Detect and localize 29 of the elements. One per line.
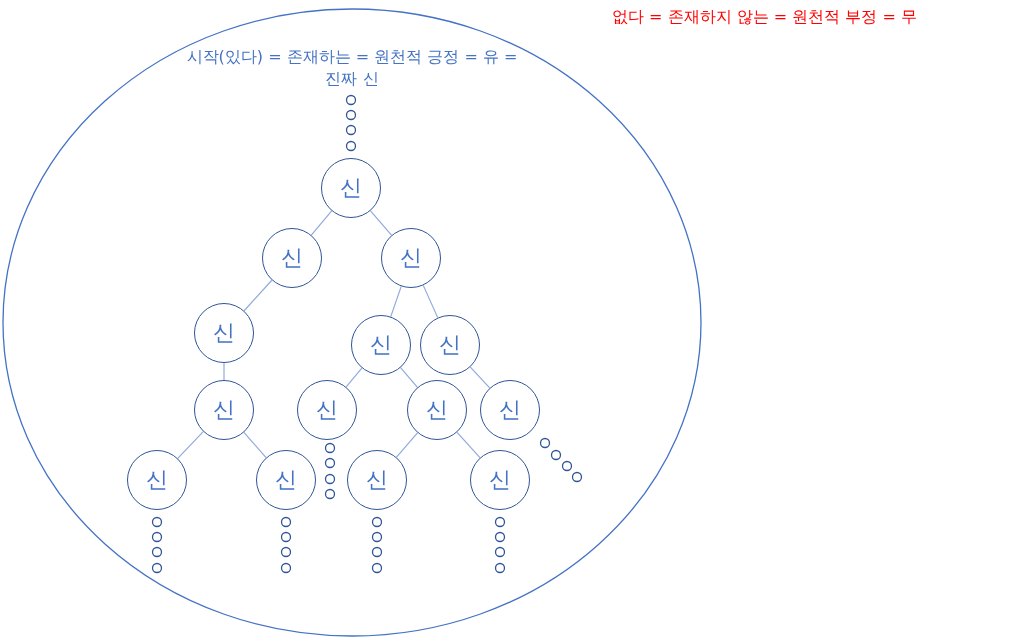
connector-line (345, 367, 363, 388)
connector-line (469, 366, 491, 389)
circle-node: 신 (194, 303, 254, 363)
connector-line (456, 431, 481, 459)
connector-line (243, 431, 267, 459)
note-text: 없다 = 존재하지 않는 = 원천적 부정 = 무 (612, 7, 917, 28)
connector-line (395, 432, 419, 458)
circle-node: 신 (256, 450, 316, 510)
connector-line (422, 284, 439, 319)
circle-node: 신 (347, 450, 407, 510)
circle-node: 신 (420, 315, 480, 375)
connector-line (223, 362, 225, 381)
circle-node: 신 (381, 228, 441, 288)
circle-node: 신 (297, 380, 357, 440)
connector-line (177, 431, 204, 459)
circle-node: 신 (194, 380, 254, 440)
connector-line (390, 285, 402, 318)
circle-node: 신 (262, 228, 322, 288)
connector-line (399, 367, 419, 388)
circle-node: 신 (407, 380, 467, 440)
circle-node: 신 (321, 158, 381, 218)
circle-node: 신 (127, 450, 187, 510)
circle-node: 신 (351, 315, 411, 375)
connector-line (243, 279, 273, 312)
connector-line (369, 210, 393, 236)
ellipse-title: 시작(있다) = 존재하는 = 원천적 긍정 = 유 = 진짜 신 (185, 46, 519, 90)
connector-line (310, 210, 333, 236)
circle-node: 신 (480, 380, 540, 440)
circle-node: 신 (470, 450, 530, 510)
